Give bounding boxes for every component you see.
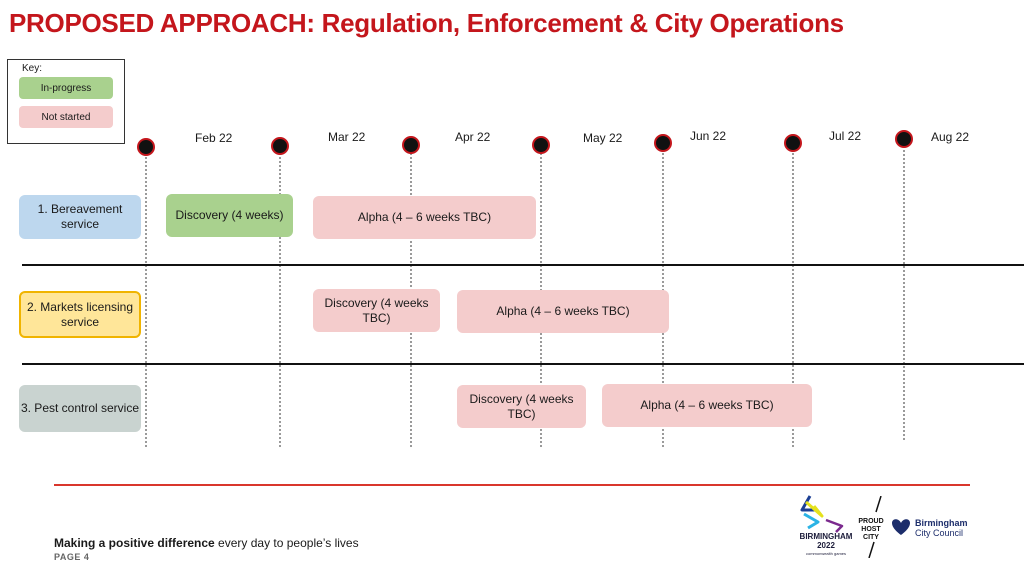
birmingham-city-council-logo: Birmingham City Council — [892, 518, 968, 538]
milestone-dot — [402, 136, 420, 154]
bar-pest-alpha: Alpha (4 – 6 weeks TBC) — [602, 384, 812, 427]
bar-pest-discovery: Discovery (4 weeks TBC) — [457, 385, 586, 428]
bcc-text-council: City Council — [915, 528, 963, 538]
phc-text-city: CITY — [863, 534, 879, 541]
tagline-rest: every day to people’s lives — [214, 536, 359, 550]
bar-bereavement-alpha: Alpha (4 – 6 weeks TBC) — [313, 196, 536, 239]
month-label: Jul 22 — [829, 129, 862, 143]
bcc-text-birmingham: Birmingham — [915, 518, 968, 528]
month-label: Aug 22 — [931, 130, 970, 144]
proud-host-city-logo: PROUD HOST CITY — [858, 496, 884, 558]
month-label: Mar 22 — [328, 130, 366, 144]
footer-rule — [54, 484, 970, 486]
row-label-bereavement: 1. Bereavement service — [19, 195, 141, 239]
month-label: Jun 22 — [690, 129, 727, 143]
bar-markets-discovery: Discovery (4 weeks TBC) — [313, 289, 440, 332]
milestone-dot — [654, 134, 672, 152]
phc-text-proud: PROUD — [858, 518, 883, 525]
phc-text-host: HOST — [861, 526, 881, 533]
month-label: Feb 22 — [195, 131, 233, 145]
tagline-bold: Making a positive difference — [54, 536, 215, 550]
timeline-gridline — [792, 145, 794, 447]
month-label: Apr 22 — [455, 130, 491, 144]
page-number: PAGE 4 — [54, 552, 90, 562]
legend-in-progress: In-progress — [19, 77, 113, 99]
timeline-gridline — [145, 145, 147, 447]
row-label-markets-licensing: 2. Markets licensing service — [19, 291, 141, 338]
legend-title: Key: — [22, 63, 43, 74]
legend-key: Key: In-progress Not started — [7, 59, 125, 144]
logo-text-birmingham: BIRMINGHAM — [800, 532, 853, 541]
footer-tagline: Making a positive difference every day t… — [54, 536, 359, 550]
bar-bereavement-discovery: Discovery (4 weeks) — [166, 194, 293, 237]
birmingham-2022-logo: BIRMINGHAM 2022 commonwealth games — [800, 495, 853, 556]
legend-not-started: Not started — [19, 106, 113, 128]
milestone-dot — [532, 136, 550, 154]
row-divider — [22, 363, 1024, 365]
page-title: PROPOSED APPROACH: Regulation, Enforceme… — [9, 8, 844, 38]
timeline-gridline — [903, 145, 905, 440]
row-divider — [22, 264, 1024, 266]
logo-text-2022: 2022 — [817, 541, 835, 550]
row-label-pest-control: 3. Pest control service — [19, 385, 141, 432]
milestone-dot — [895, 130, 913, 148]
milestone-dot — [137, 138, 155, 156]
timeline-gridline — [279, 145, 281, 447]
milestone-dot — [271, 137, 289, 155]
month-label: May 22 — [583, 131, 623, 145]
bar-markets-alpha: Alpha (4 – 6 weeks TBC) — [457, 290, 669, 333]
milestone-dot — [784, 134, 802, 152]
logo-text-games: commonwealth games — [806, 551, 846, 556]
